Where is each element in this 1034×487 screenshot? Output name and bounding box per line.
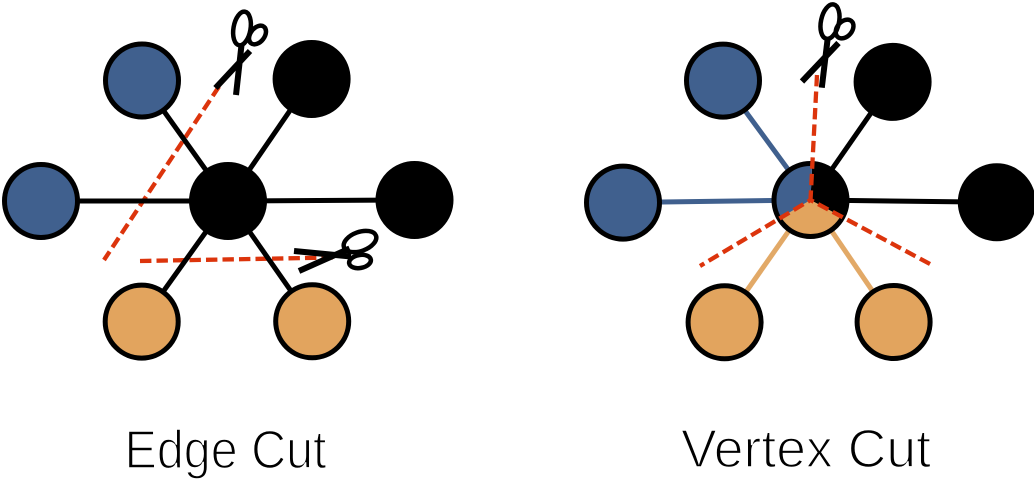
svg-text:Edge Cut: Edge Cut [125, 420, 327, 480]
svg-text:Vertex Cut: Vertex Cut [681, 419, 931, 479]
